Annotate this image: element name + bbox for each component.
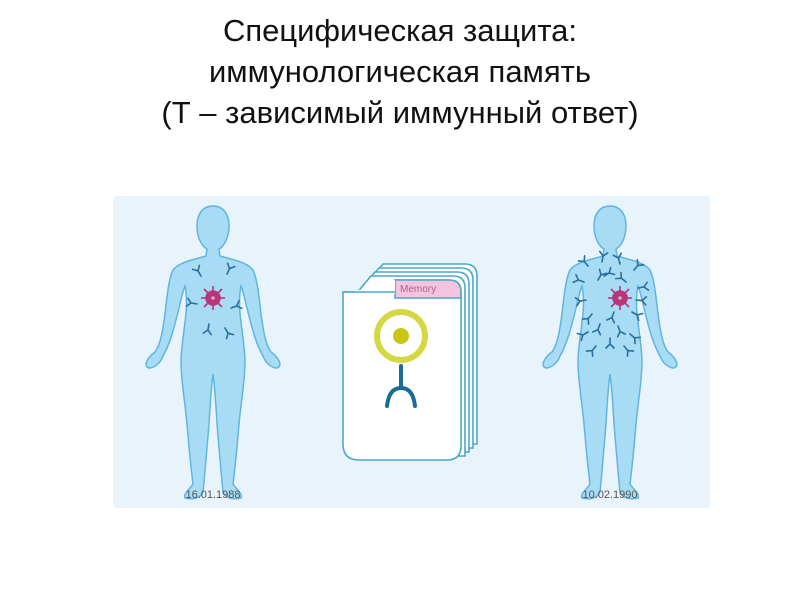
- title-line-1: Специфическая защита:: [222, 13, 578, 48]
- title-line-2: иммунологическая память: [208, 54, 592, 89]
- memory-label: Memory: [400, 284, 436, 295]
- left-date: 16.01.1988: [185, 489, 240, 501]
- virus-icon-right: [607, 285, 633, 311]
- immune-memory-illustration: Memory 16.01.1988 10.02.1990: [113, 196, 710, 508]
- memory-file-stack-icon: Memory: [342, 263, 478, 461]
- immune-memory-figure: Memory 16.01.1988 10.02.1990: [113, 196, 710, 508]
- memory-cell-icon: [374, 309, 428, 408]
- title-line-3: (Т – зависимый иммунный ответ): [161, 95, 639, 130]
- virus-icon: [200, 285, 226, 311]
- right-date: 10.02.1990: [582, 489, 637, 501]
- slide-title: Специфическая защита: иммунологическая п…: [0, 10, 800, 133]
